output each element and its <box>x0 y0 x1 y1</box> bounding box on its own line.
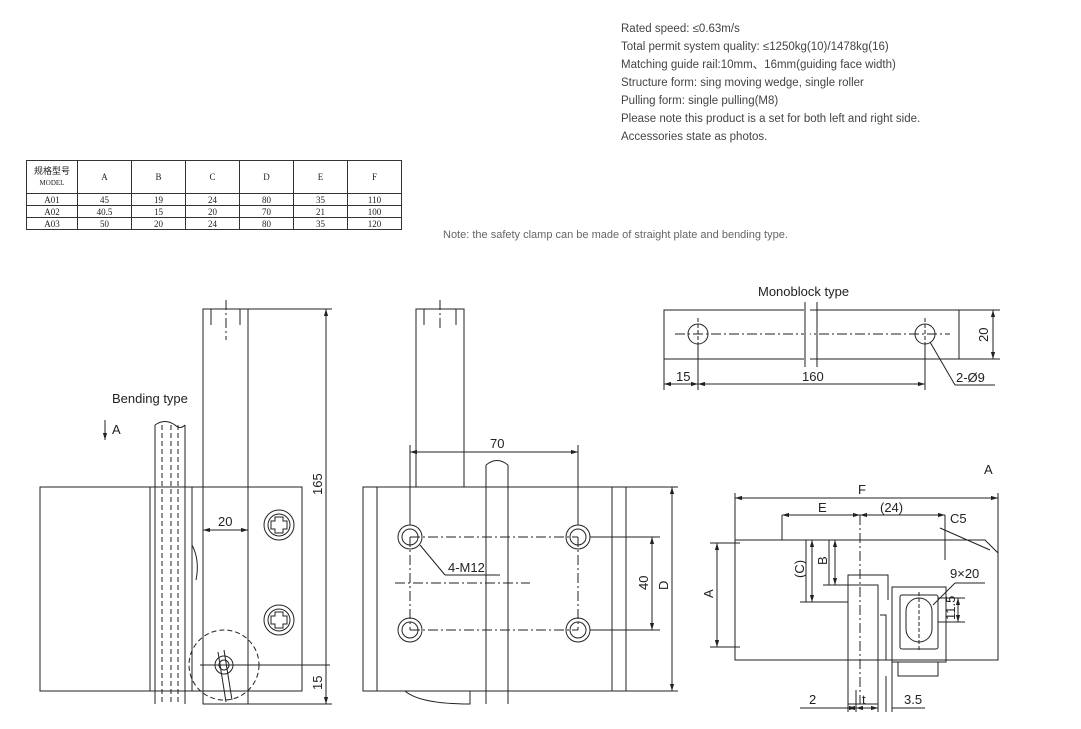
dim-a: A <box>701 589 716 598</box>
label-view-a: A <box>112 422 121 437</box>
dim-c: (C) <box>792 560 807 578</box>
model-table: 规格型号 MODEL A B C D E F A01 45 19 24 80 3… <box>26 160 402 230</box>
dim-20: 20 <box>218 514 232 529</box>
table-row: A01 45 19 24 80 35 110 <box>26 193 402 206</box>
dim-d: D <box>656 581 671 590</box>
wedge <box>847 584 879 705</box>
spec-line: Pulling form: single pulling(M8) <box>621 95 779 107</box>
pull-plate <box>202 308 249 705</box>
dim-2: 2 <box>809 692 816 707</box>
side-view <box>39 300 332 705</box>
section-view <box>710 493 999 712</box>
label-slot: 9×20 <box>950 566 979 581</box>
dim-b: B <box>815 556 830 565</box>
monoblock-view <box>663 302 1000 390</box>
front-view <box>362 300 678 705</box>
mono-holes: 2-Ø9 <box>956 370 985 385</box>
column-header: C <box>185 160 240 194</box>
column-header: D <box>239 160 294 194</box>
dim-24: (24) <box>880 500 903 515</box>
dim-c5: C5 <box>950 511 967 526</box>
mono-dim-160: 160 <box>802 369 824 384</box>
dim-15: 15 <box>310 676 325 690</box>
label-monoblock-type: Monoblock type <box>758 284 849 299</box>
label-holes: 4-M12 <box>448 560 485 575</box>
table-cell: 80 <box>239 217 294 230</box>
dim-165: 165 <box>310 473 325 495</box>
spec-list: Rated speed: ≤0.63m/s Total permit syste… <box>621 20 920 146</box>
section-body <box>734 539 999 661</box>
table-cell: 120 <box>347 217 402 230</box>
dim-f: F <box>858 482 866 497</box>
mono-dim-15: 15 <box>676 369 690 384</box>
screw-head <box>263 604 295 636</box>
dim-t: t <box>862 692 866 707</box>
clamp-body-front <box>362 486 627 692</box>
label-view-a-right: A <box>984 462 993 477</box>
dim-70: 70 <box>490 436 504 451</box>
screw-head <box>263 509 295 541</box>
spec-line: Total permit system quality: ≤1250kg(10)… <box>621 41 889 53</box>
label-bending-type: Bending type <box>112 391 188 406</box>
dim-e: E <box>818 500 827 515</box>
pull-rod <box>415 308 465 488</box>
model-header-cn: 规格型号 <box>33 165 70 176</box>
table-row: A03 50 20 24 80 35 120 <box>26 217 402 230</box>
model-header-en: MODEL <box>39 178 65 187</box>
note-text: Note: the safety clamp can be made of st… <box>443 229 788 241</box>
spec-line: Accessories state as photos. <box>621 131 768 143</box>
table-cell: 24 <box>185 217 240 230</box>
spec-line: Please note this product is a set for bo… <box>621 113 921 125</box>
monoblock-plate <box>663 309 960 360</box>
spec-line: Structure form: sing moving wedge, singl… <box>621 77 864 89</box>
dim-40: 40 <box>636 576 651 590</box>
spec-line: Rated speed: ≤0.63m/s <box>621 23 740 35</box>
column-header: E <box>293 160 348 194</box>
dim-11-5: 11.5 <box>943 596 958 620</box>
table-cell: 20 <box>131 217 186 230</box>
table-row: A02 40.5 15 20 70 21 100 <box>26 205 402 218</box>
mono-dim-20: 20 <box>976 328 991 342</box>
spec-line: Matching guide rail:10mm、16mm(guiding fa… <box>621 59 896 71</box>
dim-3-5: 3.5 <box>904 692 922 707</box>
